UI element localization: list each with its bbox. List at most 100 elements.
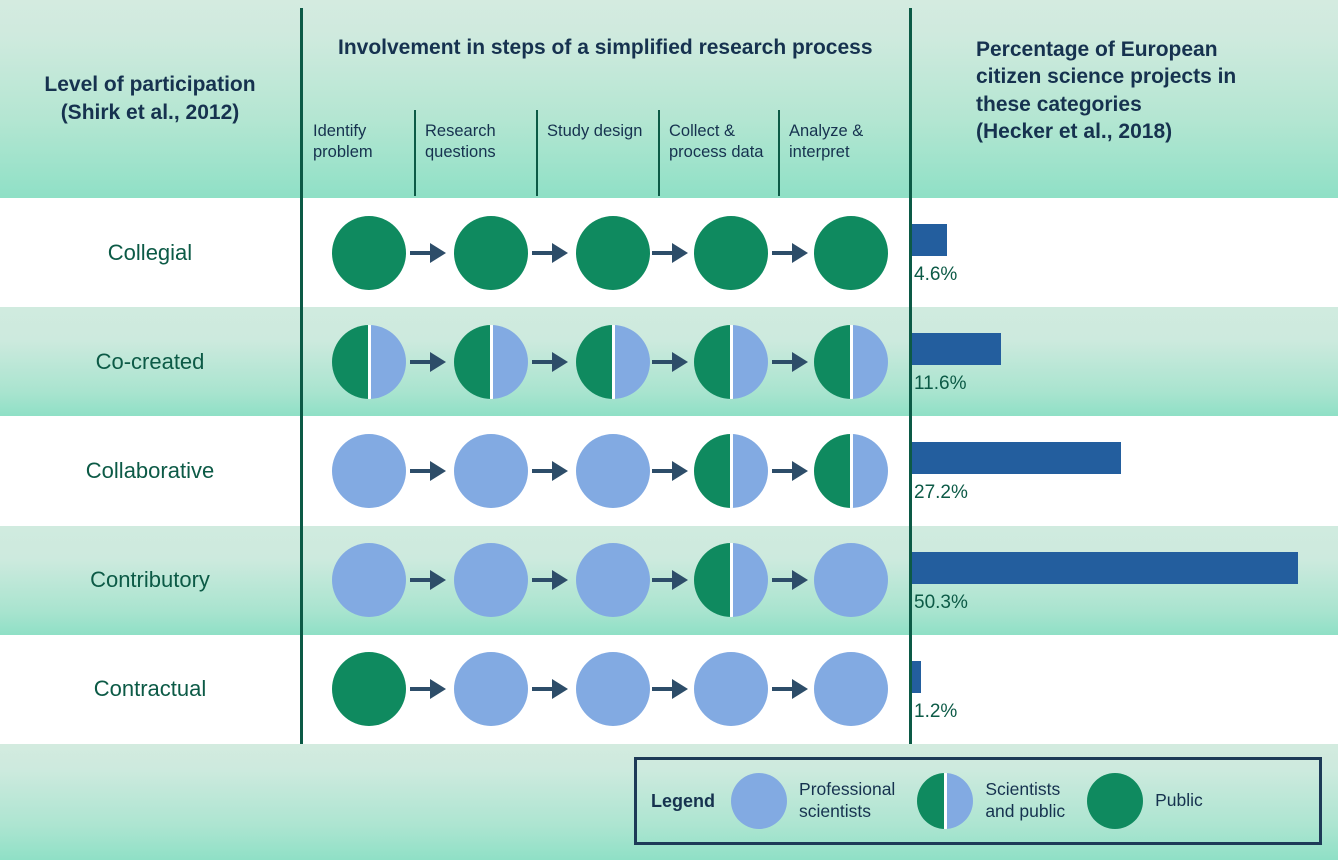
column-divider-right <box>909 8 912 744</box>
row-bar-cell: 4.6% <box>912 198 1338 307</box>
legend-label-line2: scientists <box>799 801 871 821</box>
flow-arrow-icon <box>652 460 688 481</box>
step-header-collect-process-data: Collect & process data <box>658 110 778 198</box>
row-bar-cell: 50.3% <box>912 526 1338 635</box>
public-circle-icon <box>576 215 650 290</box>
table-header: Level of participation (Shirk et al., 20… <box>0 0 1338 198</box>
both-circle-icon <box>694 543 768 618</box>
both-circle-icon <box>814 433 888 508</box>
flow-arrow-icon <box>532 570 568 591</box>
flow-arrow-icon <box>410 570 446 591</box>
step-header-study-design: Study design <box>536 110 658 198</box>
flow-arrow-icon <box>410 242 446 263</box>
row-bar-cell: 1.2% <box>912 635 1338 744</box>
percentage-bar <box>912 333 1001 366</box>
scientists-circle-icon <box>694 652 768 727</box>
percentage-bar <box>912 551 1298 584</box>
percentage-bar-label: 27.2% <box>914 482 968 504</box>
public-circle-icon <box>694 215 768 290</box>
legend-label-professional-scientists: Professional scientists <box>799 779 895 823</box>
header-right-title-line4: (Hecker et al., 2018) <box>976 119 1173 143</box>
process-step-headers: Identify problem Research questions Stud… <box>302 110 910 198</box>
header-right-title-line3: these categories <box>976 92 1142 116</box>
public-circle-icon <box>454 215 528 290</box>
row-label-contractual: Contractual <box>93 676 207 702</box>
legend-label-scientists-and-public: Scientists and public <box>985 779 1065 823</box>
header-cell-percentage: Percentage of European citizen science p… <box>912 0 1338 198</box>
row-bar-cell: 27.2% <box>912 416 1338 525</box>
row-process-flow <box>302 307 909 416</box>
percentage-bar <box>912 442 1121 475</box>
both-circle-icon <box>454 324 528 399</box>
row-process-flow <box>302 198 909 307</box>
scientists-circle-icon <box>576 652 650 727</box>
percentage-bar-label: 1.2% <box>914 700 958 722</box>
table-row: Collegial 4.6% <box>0 198 1338 308</box>
legend: Legend Professional scientists Scientist… <box>634 757 1322 845</box>
scientists-circle-icon <box>454 433 528 508</box>
both-circle-icon <box>694 324 768 399</box>
percentage-bar-label: 11.6% <box>914 373 967 395</box>
both-circle-icon <box>694 433 768 508</box>
flow-arrow-icon <box>532 460 568 481</box>
scientists-circle-icon <box>332 433 406 508</box>
step-header-research-questions: Research questions <box>414 110 536 198</box>
flow-arrow-icon <box>532 242 568 263</box>
header-right-title-line1: Percentage of European <box>976 38 1218 61</box>
legend-title: Legend <box>651 790 716 811</box>
scientists-circle-icon <box>731 773 788 829</box>
flow-arrow-icon <box>652 570 688 591</box>
both-circle-icon <box>576 324 650 399</box>
flow-arrow-icon <box>652 242 688 263</box>
scientists-circle-icon <box>814 543 888 618</box>
column-divider-left <box>300 8 303 744</box>
public-circle-icon <box>1087 773 1144 829</box>
table-row: Contractual 1.2% <box>0 634 1338 744</box>
step-header-analyze-interpret: Analyze & interpret <box>778 110 910 198</box>
legend-label-line1: Professional <box>799 779 896 800</box>
flow-arrow-icon <box>772 242 808 263</box>
header-cell-research-process: Involvement in steps of a simplified res… <box>302 0 910 198</box>
row-label-contributory: Contributory <box>90 567 210 593</box>
header-left-title: Level of participation (Shirk et al., 20… <box>36 71 263 126</box>
legend-item-scientists-and-public: Scientists and public <box>917 773 1065 829</box>
table-row: Collaborative 27.2% <box>0 416 1338 526</box>
scientists-circle-icon <box>576 543 650 618</box>
percentage-bar-label: 4.6% <box>914 264 958 285</box>
flow-arrow-icon <box>772 460 808 481</box>
footer: Legend Professional scientists Scientist… <box>0 744 1338 860</box>
flow-arrow-icon <box>772 570 808 591</box>
legend-label-public: Public <box>1155 790 1203 812</box>
public-circle-icon <box>332 215 406 290</box>
percentage-bar <box>912 660 922 693</box>
percentage-bar-label: 50.3% <box>914 591 968 613</box>
header-left-title-line1: Level of participation <box>44 73 256 97</box>
scientists-circle-icon <box>814 652 888 727</box>
header-cell-level-of-participation: Level of participation (Shirk et al., 20… <box>0 0 300 198</box>
legend-item-professional-scientists: Professional scientists <box>731 773 895 829</box>
row-process-flow <box>302 416 909 525</box>
header-left-title-line2: (Shirk et al., 2012) <box>60 101 240 124</box>
row-label-collegial: Collegial <box>107 239 193 265</box>
flow-arrow-icon <box>532 351 568 372</box>
scientists-and-public-circle-icon <box>917 773 974 829</box>
both-circle-icon <box>814 324 888 399</box>
scientists-circle-icon <box>454 543 528 618</box>
legend-label-line1: Public <box>1155 790 1203 811</box>
flow-arrow-icon <box>652 679 688 700</box>
scientists-circle-icon <box>454 652 528 727</box>
public-circle-icon <box>814 215 888 290</box>
row-label-collaborative: Collaborative <box>85 457 215 483</box>
legend-label-line2: and public <box>985 801 1066 821</box>
row-process-flow <box>302 526 909 635</box>
step-header-identify-problem: Identify problem <box>313 122 373 161</box>
table-row: Contributory 50.3% <box>0 525 1338 635</box>
flow-arrow-icon <box>410 351 446 372</box>
row-process-flow <box>302 635 909 744</box>
flow-arrow-icon <box>652 351 688 372</box>
both-circle-icon <box>332 324 406 399</box>
flow-arrow-icon <box>772 679 808 700</box>
